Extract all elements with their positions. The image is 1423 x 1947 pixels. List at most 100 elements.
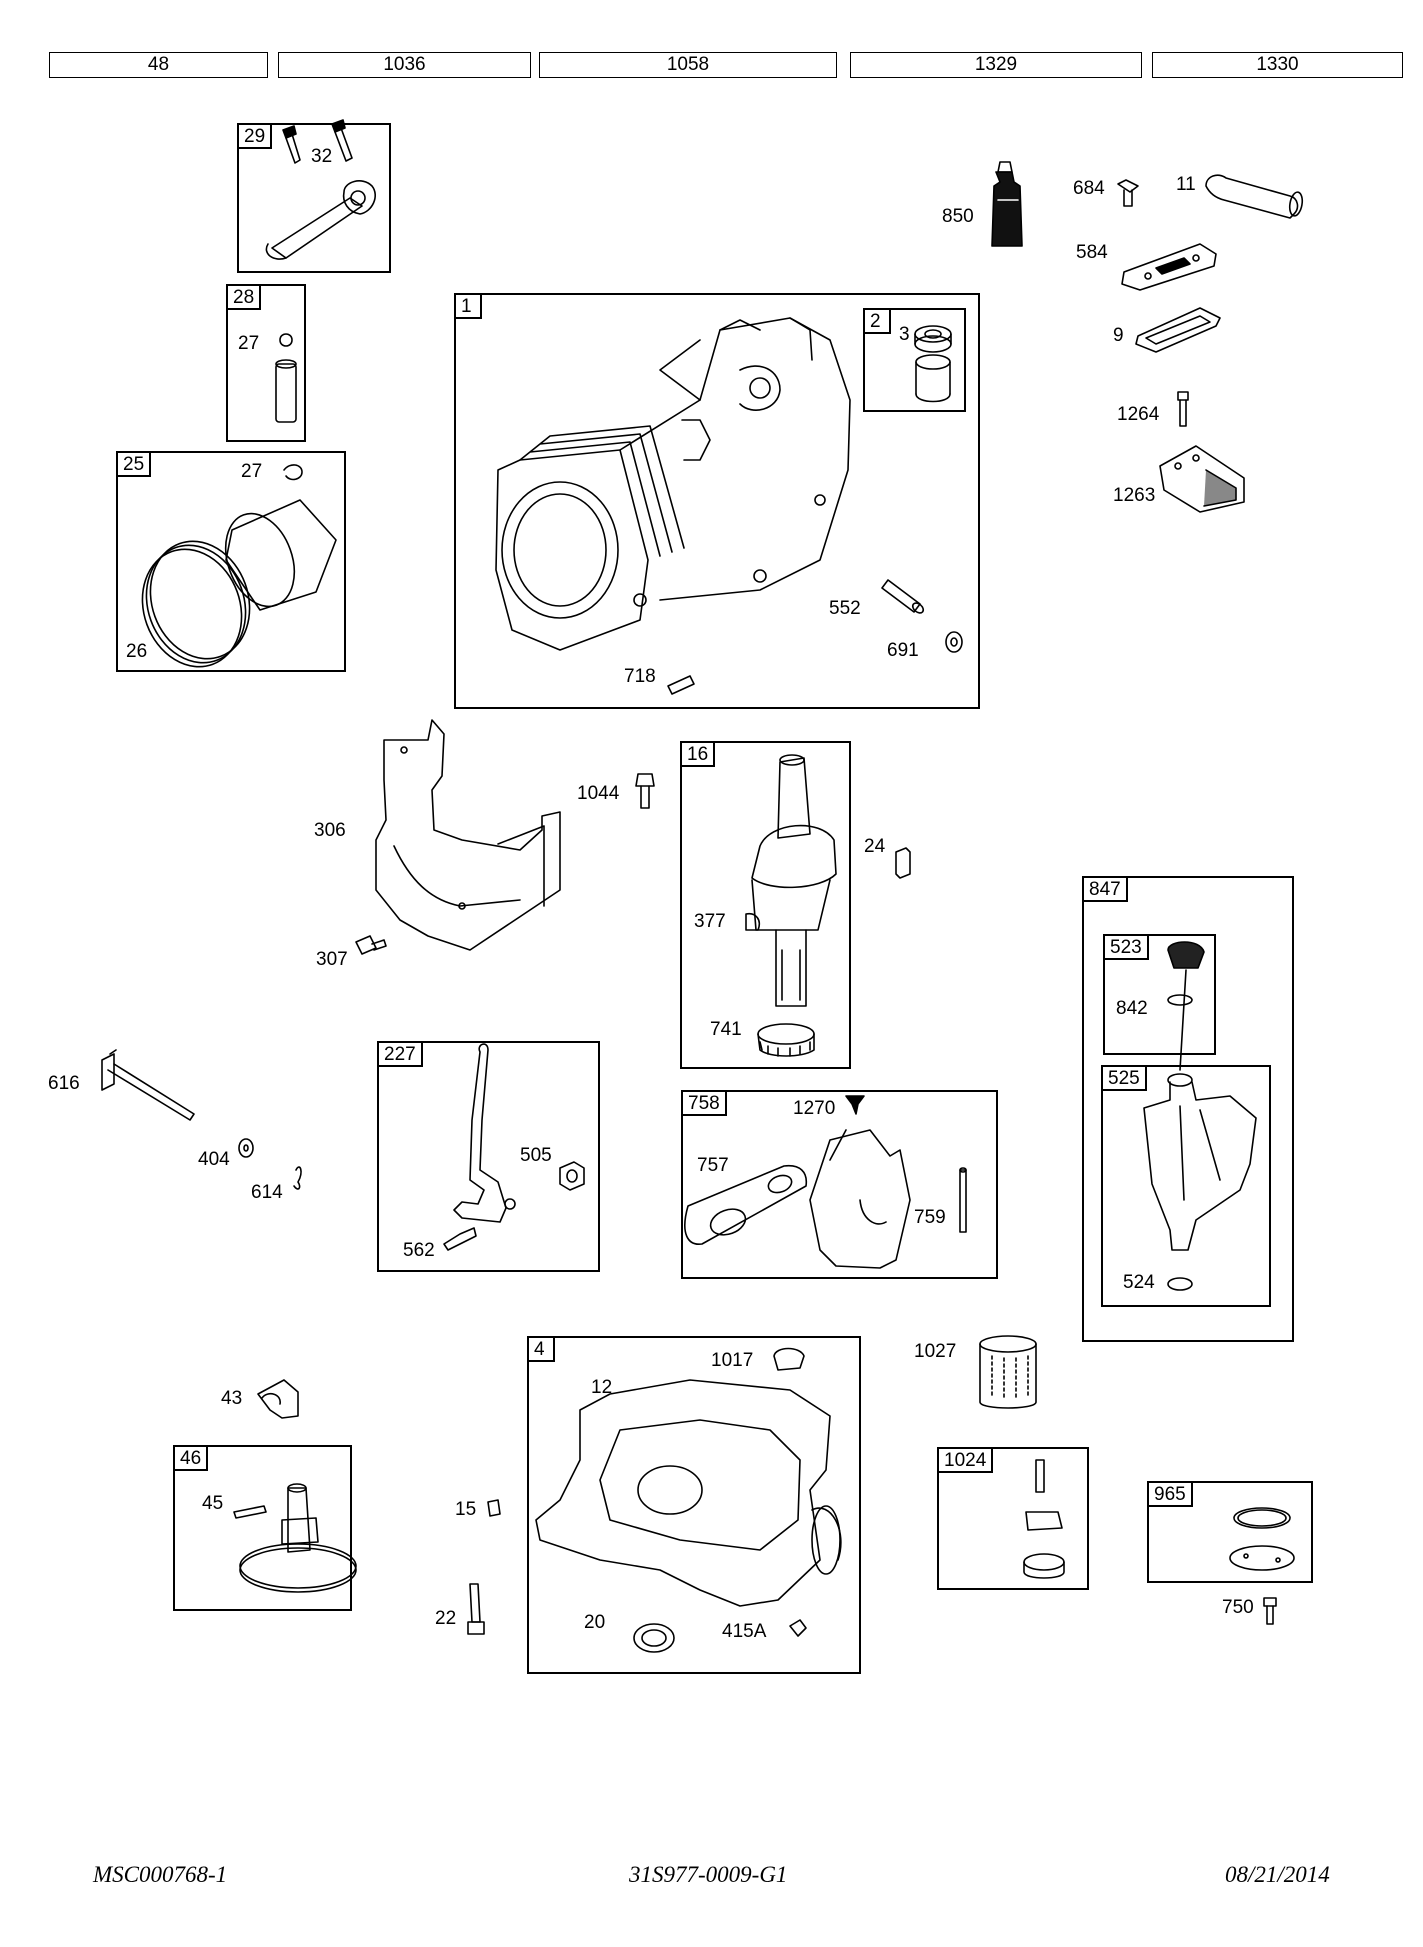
part-label-684: 684 bbox=[1073, 178, 1105, 199]
group-tag: 523 bbox=[1103, 934, 1149, 960]
seal-kit-drawing bbox=[1024, 1460, 1064, 1578]
nut-drawing bbox=[946, 632, 962, 652]
part-label-404: 404 bbox=[198, 1149, 230, 1170]
key-drawing bbox=[896, 848, 910, 878]
dipstick-cap-drawing bbox=[1168, 942, 1204, 1070]
group-frame-1: 1 bbox=[454, 293, 980, 709]
pin-drawing bbox=[668, 676, 694, 694]
part-label-1264: 1264 bbox=[1117, 404, 1160, 425]
dowel-pin-drawing bbox=[882, 580, 925, 615]
ref-label: 48 bbox=[147, 54, 170, 75]
group-tag: 28 bbox=[226, 284, 262, 310]
air-guide-drawing bbox=[376, 720, 560, 950]
part-label-377: 377 bbox=[694, 911, 726, 932]
oil-seal-drawing bbox=[634, 1624, 674, 1652]
group-frame-25: 25 bbox=[116, 451, 346, 672]
washer-drawing bbox=[239, 1139, 253, 1157]
ref-box-48: 48 bbox=[49, 52, 268, 78]
bearing-drawing bbox=[915, 326, 951, 402]
crankcase-cover-drawing bbox=[536, 1380, 841, 1606]
part-label-1017: 1017 bbox=[711, 1350, 754, 1371]
part-label-1263: 1263 bbox=[1113, 485, 1156, 506]
part-label-26: 26 bbox=[126, 641, 148, 662]
screw-drawing bbox=[846, 1096, 864, 1114]
part-label-562: 562 bbox=[403, 1240, 435, 1261]
cover-plate-drawing bbox=[1160, 446, 1244, 512]
cylinder-block-drawing bbox=[496, 318, 850, 650]
ref-label: 1329 bbox=[974, 54, 1018, 75]
group-tag: 227 bbox=[377, 1041, 423, 1067]
rod-bolt-drawing bbox=[283, 120, 352, 163]
part-label-750: 750 bbox=[1222, 1597, 1254, 1618]
oil-filter-drawing bbox=[980, 1336, 1036, 1408]
group-frame-16: 16 bbox=[680, 741, 851, 1069]
governor-lever-drawing bbox=[454, 1044, 515, 1222]
group-frame-28: 28 bbox=[226, 284, 306, 442]
group-frame-46: 46 bbox=[173, 1445, 352, 1611]
part-label-27: 27 bbox=[241, 461, 263, 482]
group-frame-2: 2 bbox=[863, 308, 966, 412]
breather-tube-drawing bbox=[1206, 175, 1304, 218]
plug-drawing bbox=[488, 1500, 500, 1516]
piston-pin-drawing bbox=[276, 334, 296, 422]
piston-drawing bbox=[126, 465, 336, 681]
part-label-1044: 1044 bbox=[577, 783, 620, 804]
plug-drawing bbox=[774, 1349, 804, 1371]
gasket-set-drawing bbox=[1230, 1508, 1294, 1570]
group-frame-227: 227 bbox=[377, 1041, 600, 1272]
hex-nut-drawing bbox=[560, 1162, 584, 1190]
part-label-850: 850 bbox=[942, 206, 974, 227]
governor-rod-drawing bbox=[102, 1050, 194, 1120]
woodruff-key-drawing bbox=[746, 914, 759, 930]
group-frame-523: 523 bbox=[1103, 934, 1216, 1055]
governor-gear-drawing bbox=[258, 1380, 298, 1418]
part-label-9: 9 bbox=[1113, 325, 1124, 346]
group-tag: 46 bbox=[173, 1445, 209, 1471]
footer-document-id: MSC000768-1 bbox=[93, 1862, 228, 1887]
part-label-759: 759 bbox=[914, 1207, 946, 1228]
part-label-1270: 1270 bbox=[793, 1098, 836, 1119]
group-frame-758: 758 bbox=[681, 1090, 998, 1279]
part-label-524: 524 bbox=[1123, 1272, 1155, 1293]
group-frame-965: 965 bbox=[1147, 1481, 1313, 1583]
screw-drawing bbox=[1264, 1598, 1276, 1624]
part-label-307: 307 bbox=[316, 949, 348, 970]
group-frame-847: 847 bbox=[1082, 876, 1294, 1342]
group-tag: 25 bbox=[116, 451, 152, 477]
crank-gear-drawing bbox=[758, 1024, 814, 1056]
breather-valve-drawing bbox=[685, 1166, 806, 1245]
group-tag: 16 bbox=[680, 741, 716, 767]
group-tag: 29 bbox=[237, 123, 273, 149]
governor-housing-drawing bbox=[810, 1130, 910, 1268]
bolt-drawing bbox=[468, 1584, 484, 1634]
part-label-616: 616 bbox=[48, 1073, 80, 1094]
part-label-24: 24 bbox=[864, 836, 886, 857]
group-frame-29: 29 bbox=[237, 123, 391, 273]
part-label-552: 552 bbox=[829, 598, 861, 619]
footer-date: 08/21/2014 bbox=[1225, 1862, 1330, 1887]
ref-box-1058: 1058 bbox=[539, 52, 837, 78]
camshaft-drawing bbox=[234, 1484, 356, 1592]
part-label-43: 43 bbox=[221, 1388, 243, 1409]
breather-cover-drawing bbox=[1122, 244, 1216, 290]
crankshaft-drawing bbox=[752, 755, 836, 1006]
part-label-691: 691 bbox=[887, 640, 919, 661]
group-frame-525: 525 bbox=[1101, 1065, 1271, 1307]
part-label-1027: 1027 bbox=[914, 1341, 957, 1362]
hairpin-drawing bbox=[294, 1167, 301, 1189]
ref-box-1036: 1036 bbox=[278, 52, 531, 78]
part-label-415A: 415A bbox=[722, 1621, 767, 1642]
ref-label: 1058 bbox=[666, 54, 710, 75]
part-label-614: 614 bbox=[251, 1182, 283, 1203]
plug-drawing bbox=[790, 1620, 806, 1636]
connecting-rod-drawing bbox=[266, 181, 375, 259]
pin-drawing bbox=[960, 1168, 966, 1232]
part-label-584: 584 bbox=[1076, 242, 1108, 263]
group-frame-1024: 1024 bbox=[937, 1447, 1089, 1590]
screw-drawing bbox=[356, 936, 386, 954]
group-tag: 847 bbox=[1082, 876, 1128, 902]
part-label-842: 842 bbox=[1116, 998, 1148, 1019]
sealant-tube-drawing bbox=[992, 162, 1022, 246]
ref-label: 1036 bbox=[383, 54, 426, 75]
